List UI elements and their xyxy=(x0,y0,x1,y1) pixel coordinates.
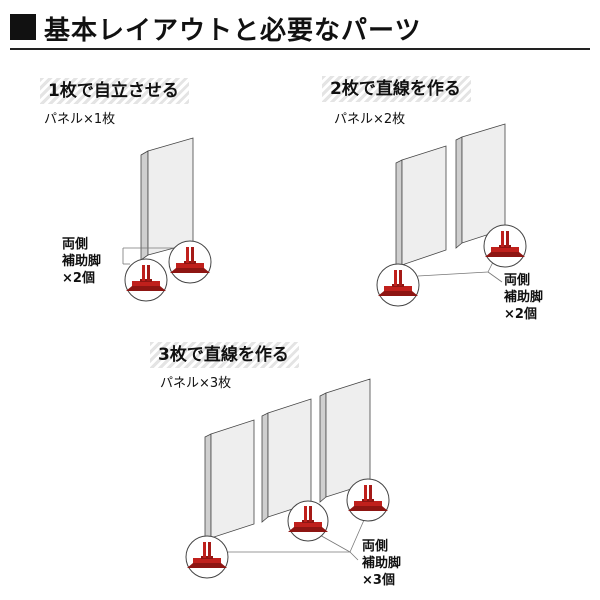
section-3-leader-lines xyxy=(228,519,365,561)
section-3-panel xyxy=(261,398,312,523)
note-line: 両側 xyxy=(504,273,531,288)
foot-detail-circle xyxy=(346,478,390,522)
foot-detail-circle xyxy=(287,500,329,542)
section-3-panel xyxy=(204,419,255,544)
note-line: 補助脚 xyxy=(504,290,544,305)
note-line: ×2個 xyxy=(504,307,537,322)
foot-detail-circle xyxy=(483,224,527,268)
note-line: 補助脚 xyxy=(62,254,102,269)
note-line: 両側 xyxy=(362,539,389,554)
section-3-title: 3枚で直線を作る xyxy=(150,342,299,368)
section-2-title: 2枚で直線を作る xyxy=(322,76,471,102)
header-divider xyxy=(10,48,590,50)
foot-detail-circle xyxy=(185,535,229,579)
page-header: 基本レイアウトと必要なパーツ xyxy=(10,8,590,50)
section-1-title: 1枚で自立させる xyxy=(40,78,189,104)
page-title: 基本レイアウトと必要なパーツ xyxy=(44,16,422,46)
foot-detail-circle xyxy=(376,263,420,307)
section-2-panel xyxy=(395,145,447,271)
section-2-note: 両側 補助脚 ×2個 xyxy=(504,272,543,323)
foot-detail-circle xyxy=(124,258,168,302)
section-3-subtitle: パネル×3枚 xyxy=(160,376,232,391)
note-line: 補助脚 xyxy=(362,556,402,571)
section-3-note: 両側 補助脚 ×3個 xyxy=(362,538,401,589)
section-1-leader-lines xyxy=(122,247,178,265)
section-1-subtitle: パネル×1枚 xyxy=(44,112,116,127)
note-line: 両側 xyxy=(62,237,89,252)
foot-detail-circle xyxy=(168,240,212,284)
header-square-icon xyxy=(10,14,36,40)
note-line: ×2個 xyxy=(62,271,95,286)
section-2-subtitle: パネル×2枚 xyxy=(334,112,406,127)
section-1-note: 両側 補助脚 ×2個 xyxy=(62,236,101,287)
note-line: ×3個 xyxy=(362,573,395,588)
